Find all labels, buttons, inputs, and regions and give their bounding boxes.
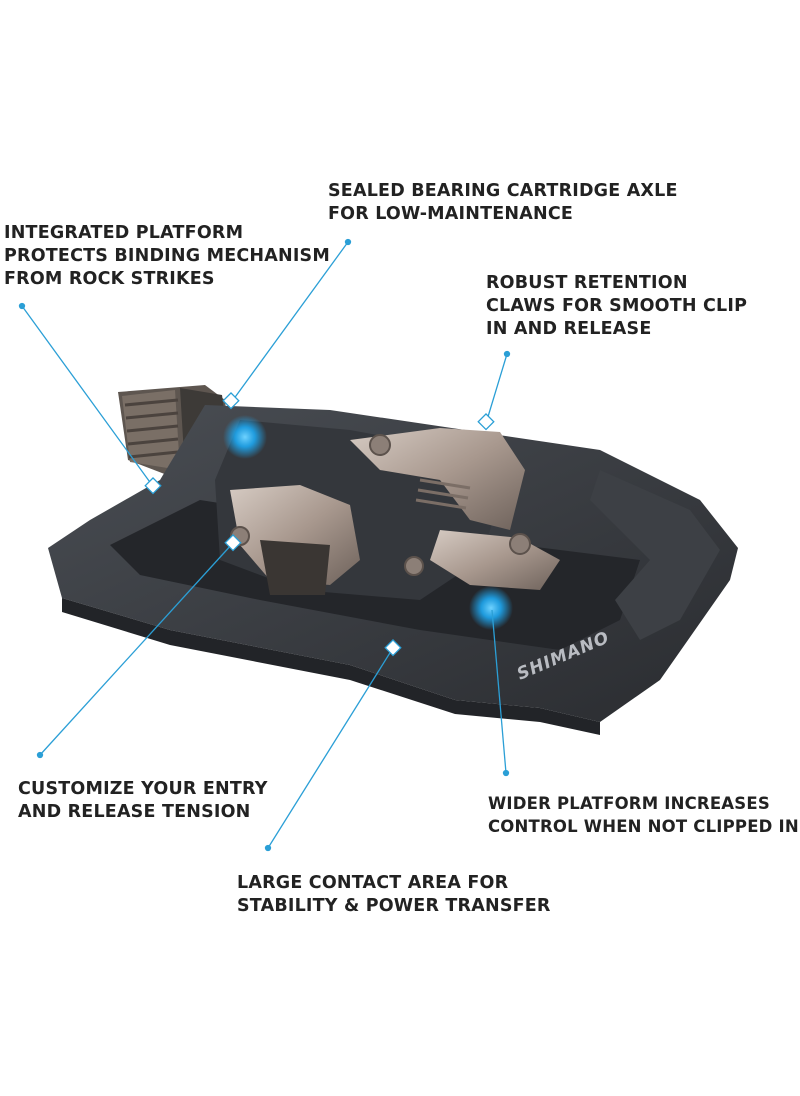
callout-retention-claws-line-3: IN AND RELEASE bbox=[486, 319, 652, 339]
callout-line-retention-claws bbox=[486, 353, 508, 421]
callout-entry-tension-line-2: AND RELEASE TENSION bbox=[18, 802, 251, 822]
hotspot-wider-platform bbox=[469, 586, 513, 630]
callout-wider-platform-line-2: CONTROL WHEN NOT CLIPPED IN bbox=[488, 817, 799, 836]
callout-contact-area-line-2: STABILITY & POWER TRANSFER bbox=[237, 896, 551, 916]
callout-retention-claws-line-2: CLAWS FOR SMOOTH CLIP bbox=[486, 296, 748, 316]
callout-retention-claws-line-1: ROBUST RETENTION bbox=[486, 273, 688, 293]
callout-contact-area-line-1: LARGE CONTACT AREA FOR bbox=[237, 873, 509, 893]
callout-integrated-platform-line-1: INTEGRATED PLATFORM bbox=[4, 223, 244, 243]
callout-sealed-bearing: SEALED BEARING CARTRIDGE AXLE FOR LOW-MA… bbox=[328, 180, 678, 226]
callout-line-integrated-platform bbox=[21, 305, 153, 486]
callout-entry-tension-line-1: CUSTOMIZE YOUR ENTRY bbox=[18, 779, 268, 799]
callout-entry-tension: CUSTOMIZE YOUR ENTRY AND RELEASE TENSION bbox=[18, 778, 268, 824]
callout-sealed-bearing-line-2: FOR LOW-MAINTENANCE bbox=[328, 204, 574, 224]
callout-integrated-platform-line-3: FROM ROCK STRIKES bbox=[4, 269, 215, 289]
callout-lines bbox=[18, 238, 511, 852]
callout-line-entry-tension bbox=[39, 542, 234, 756]
callout-retention-claws: ROBUST RETENTION CLAWS FOR SMOOTH CLIP I… bbox=[486, 272, 747, 341]
callout-wider-platform: WIDER PLATFORM INCREASES CONTROL WHEN NO… bbox=[488, 792, 799, 838]
callout-line-contact-area bbox=[267, 647, 394, 849]
binding-mechanism bbox=[230, 428, 560, 595]
callout-contact-area: LARGE CONTACT AREA FOR STABILITY & POWER… bbox=[237, 872, 551, 918]
callout-wider-platform-line-1: WIDER PLATFORM INCREASES bbox=[488, 794, 770, 813]
hotspot-axle bbox=[223, 415, 267, 459]
callout-sealed-bearing-line-1: SEALED BEARING CARTRIDGE AXLE bbox=[328, 181, 678, 201]
callout-integrated-platform-line-2: PROTECTS BINDING MECHANISM bbox=[4, 246, 330, 266]
callout-line-sealed-bearing bbox=[232, 241, 349, 401]
callout-integrated-platform: INTEGRATED PLATFORM PROTECTS BINDING MEC… bbox=[4, 222, 330, 291]
callout-line-wider-platform bbox=[491, 609, 507, 774]
